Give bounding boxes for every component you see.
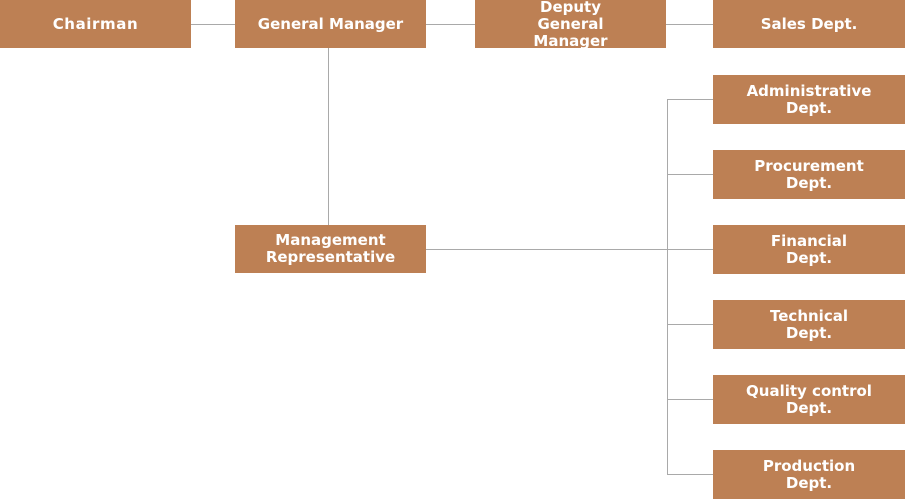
connector-dept-financial xyxy=(667,249,713,250)
connector-deputy-sales xyxy=(666,24,713,25)
deputy-general-manager-label: Deputy General Manager xyxy=(533,0,608,50)
technical-dept-label: Technical Dept. xyxy=(770,306,848,342)
production-dept-box: Production Dept. xyxy=(713,450,905,499)
administrative-dept-label: Administrative Dept. xyxy=(746,81,872,117)
sales-dept-label: Sales Dept. xyxy=(760,14,858,33)
sales-dept-box: Sales Dept. xyxy=(713,0,905,48)
quality-control-dept-box: Quality control Dept. xyxy=(713,375,905,424)
management-representative-box: Management Representative xyxy=(235,225,426,273)
connector-dept-technical xyxy=(667,324,713,325)
quality-control-dept-label: Quality control Dept. xyxy=(746,381,872,417)
connector-chairman-gm xyxy=(191,24,235,25)
connector-dept-administrative xyxy=(667,99,713,100)
connector-dept-trunk xyxy=(667,99,668,474)
connector-dept-production xyxy=(667,474,713,475)
chairman-label: Chairman xyxy=(52,14,139,33)
connector-gm-deputy xyxy=(426,24,475,25)
financial-dept-box: Financial Dept. xyxy=(713,225,905,274)
connector-gm-mgmt-rep xyxy=(328,48,329,225)
connector-mgmt-rep-trunk xyxy=(426,249,668,250)
procurement-dept-label: Procurement Dept. xyxy=(754,156,864,192)
chairman-box: Chairman xyxy=(0,0,191,48)
financial-dept-label: Financial Dept. xyxy=(770,231,848,267)
connector-dept-procurement xyxy=(667,174,713,175)
general-manager-label: General Manager xyxy=(257,14,404,33)
connector-dept-quality-control xyxy=(667,399,713,400)
technical-dept-box: Technical Dept. xyxy=(713,300,905,349)
procurement-dept-box: Procurement Dept. xyxy=(713,150,905,199)
deputy-general-manager-box: Deputy General Manager xyxy=(475,0,666,50)
management-representative-label: Management Representative xyxy=(265,231,396,266)
administrative-dept-box: Administrative Dept. xyxy=(713,75,905,124)
production-dept-label: Production Dept. xyxy=(762,456,856,492)
general-manager-box: General Manager xyxy=(235,0,426,48)
